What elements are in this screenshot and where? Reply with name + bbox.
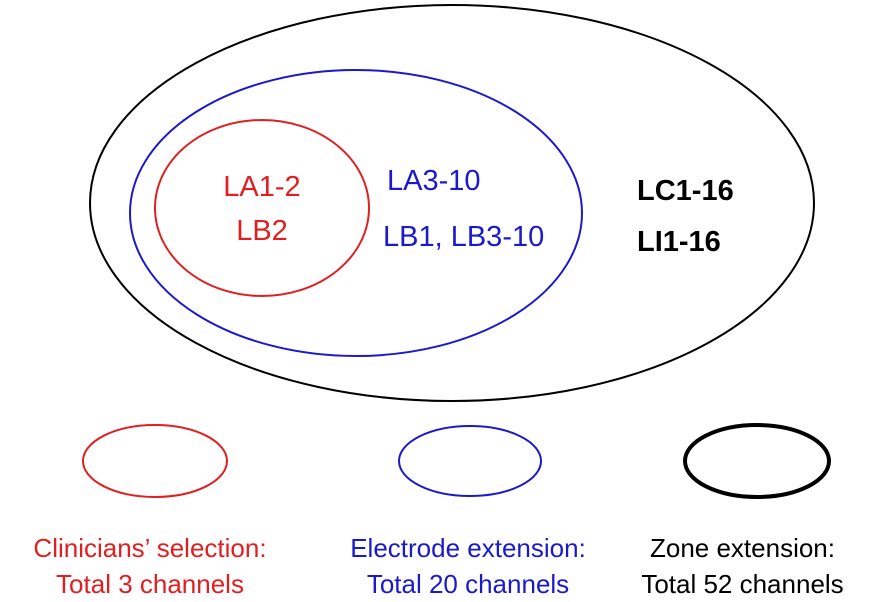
zone-channel-label-2: LI1-16 xyxy=(637,226,721,258)
legend-clinicians-title: Clinicians’ selection: xyxy=(33,533,267,563)
legend-electrode-total: Total 20 channels xyxy=(366,569,570,599)
clinicians-selection-ellipse xyxy=(154,119,370,297)
zone-channel-label-1: LC1-16 xyxy=(637,175,734,207)
legend-electrode-swatch xyxy=(398,425,542,497)
zone-extension-ellipse xyxy=(89,4,815,402)
legend-electrode-text: Electrode extension: Total 20 channels xyxy=(318,530,618,602)
legend-clinicians-swatch xyxy=(82,424,228,498)
clinicians-channel-label-1: LA1-2 xyxy=(223,171,300,203)
electrode-channel-label-1: LA3-10 xyxy=(387,165,481,197)
legend-zone-swatch xyxy=(683,423,831,499)
legend-clinicians-total: Total 3 channels xyxy=(56,569,244,599)
legend-zone-title: Zone extension: xyxy=(649,533,835,563)
legend-zone-text: Zone extension: Total 52 channels xyxy=(612,530,873,602)
legend-clinicians-text: Clinicians’ selection: Total 3 channels xyxy=(0,530,300,602)
legend-zone-total: Total 52 channels xyxy=(641,569,844,599)
electrode-channel-label-2: LB1, LB3-10 xyxy=(383,221,544,253)
legend-electrode-title: Electrode extension: xyxy=(350,533,586,563)
electrode-extension-ellipse xyxy=(129,69,583,357)
clinicians-channel-label-2: LB2 xyxy=(236,215,288,247)
